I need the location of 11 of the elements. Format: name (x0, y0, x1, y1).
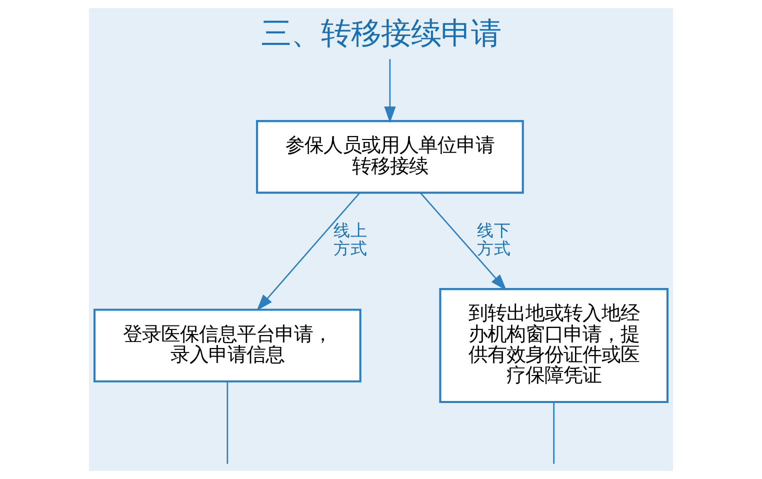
arrow (256, 192, 360, 311)
connector (553, 402, 555, 464)
node-box: 参保人员或用人单位申请转移接续 (256, 120, 524, 194)
connector (226, 381, 228, 464)
arrow (384, 59, 396, 124)
edge-label: 线上方式 (334, 221, 368, 258)
edge-label: 线下方式 (476, 221, 511, 258)
diagram-title: 三、转移接续申请 (261, 16, 501, 52)
node-box: 到转出地或转入地经办机构窗口申请，提供有效身份证件或医疗保障凭证 (439, 288, 669, 404)
node-box: 登录医保信息平台申请，录入申请信息 (93, 308, 362, 382)
arrow (420, 192, 507, 291)
